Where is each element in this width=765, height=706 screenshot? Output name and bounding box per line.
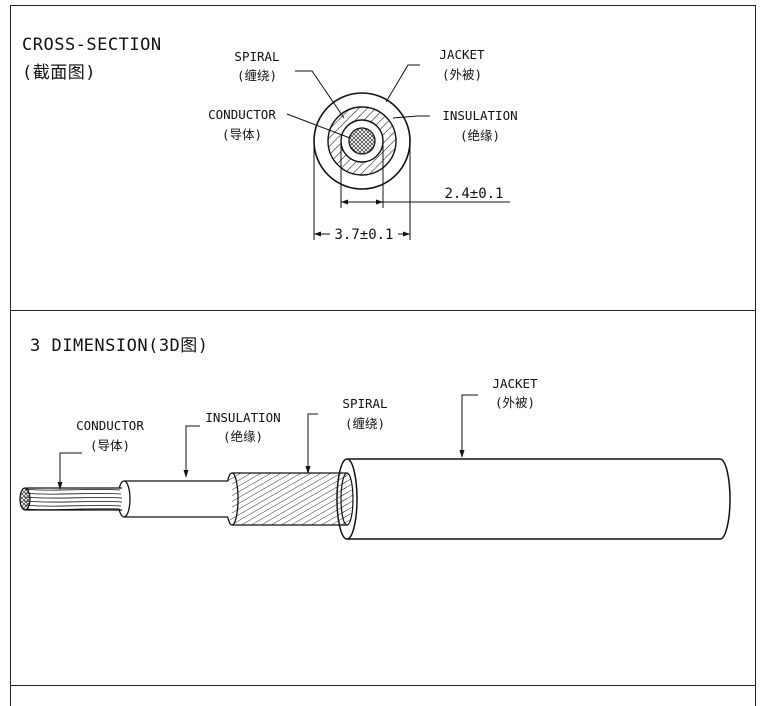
cable-3d-drawing	[19, 458, 731, 540]
cs-insulation-label-cn: (绝缘)	[460, 128, 500, 143]
cross-section-leaders	[286, 64, 430, 139]
conductor-core	[348, 127, 376, 155]
3d-insulation-label-cn: (绝缘)	[223, 429, 263, 444]
jacket-body	[347, 458, 731, 540]
dimension-arrows	[314, 199, 410, 237]
dimension-lines	[313, 141, 510, 240]
insulation-body	[124, 481, 232, 517]
dim-inner-diameter: 2.4±0.1	[444, 186, 503, 202]
3d-leaders	[59, 394, 478, 483]
cross-section-drawing	[313, 92, 411, 190]
drawing-frame	[10, 5, 756, 706]
3d-conductor-label-cn: (导体)	[90, 438, 130, 453]
cs-spiral-label: SPIRAL	[234, 49, 279, 64]
cross-section-title-cn: (截面图)	[22, 63, 96, 83]
3d-leader-arrows	[57, 450, 465, 490]
conductor-end	[19, 487, 31, 511]
3d-jacket-label-cn: (外被)	[495, 395, 535, 410]
panel-divider-bottom	[10, 685, 755, 686]
3d-spiral-label-cn: (缠绕)	[345, 416, 385, 431]
cs-jacket-label-cn: (外被)	[442, 67, 482, 82]
cs-insulation-label: INSULATION	[442, 108, 517, 123]
cs-conductor-label: CONDUCTOR	[208, 107, 276, 122]
spiral-body	[232, 473, 347, 525]
3d-spiral-label: SPIRAL	[342, 396, 387, 411]
panel-divider-top	[10, 310, 755, 311]
cs-conductor-label-cn: (导体)	[222, 127, 262, 142]
cross-section-title: CROSS-SECTION	[22, 35, 162, 55]
3d-jacket-label: JACKET	[492, 376, 538, 391]
dim-outer-diameter: 3.7±0.1	[334, 227, 393, 243]
cs-jacket-label: JACKET	[439, 47, 485, 62]
conductor-body	[24, 488, 124, 510]
cs-spiral-label-cn: (缠绕)	[237, 68, 277, 83]
3d-insulation-label: INSULATION	[205, 410, 280, 425]
3d-title: 3 DIMENSION(3D图)	[30, 336, 209, 356]
3d-conductor-label: CONDUCTOR	[76, 418, 144, 433]
